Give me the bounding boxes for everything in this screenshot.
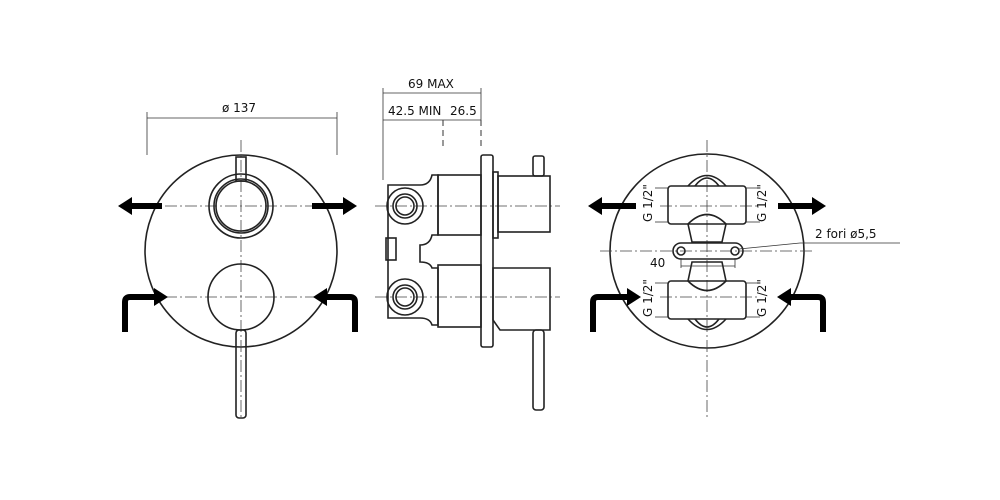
mixer-lever [235,329,247,419]
max-depth-label: 69 MAX [408,77,454,91]
mixer-cartridge [437,264,482,328]
mixer-handle-side [492,267,551,331]
plate-depth-label: 26.5 [450,104,477,118]
rear-view: 2 fori ø5,5 40 G 1/2" G 1/2" G 1/2" G 1/… [588,140,900,420]
mounting-hole [676,246,686,256]
diameter-label: ø 137 [222,101,256,115]
knob-pointer [235,156,247,182]
min-depth-label: 42.5 MIN [388,104,441,118]
outlet-arrow-left-icon [588,197,636,215]
side-view: 69 MAX 42.5 MIN 26.5 [375,77,560,411]
mounting-bracket [672,242,744,260]
inlet-arrow-left-icon [590,288,641,332]
diverter-cartridge [437,174,482,236]
inlet-arrow-right-icon [313,288,358,332]
spacing-label: 40 [650,256,665,270]
diverter-knob [208,173,274,239]
outlet-arrow-right-icon [778,197,826,215]
thread-label: G 1/2" [755,184,769,222]
front-view: ø 137 [118,101,358,420]
diverter-knob-side [497,175,551,233]
inlet-arrow-right-icon [777,288,826,332]
mixer-lever-side [532,329,545,411]
outlet-arrow-right-icon [312,197,357,215]
lower-inlet-port [667,280,747,320]
holes-label: 2 fori ø5,5 [815,227,877,241]
thread-label: G 1/2" [641,184,655,222]
inlet-arrow-left-icon [122,288,168,332]
outlet-arrow-left-icon [118,197,162,215]
thread-label: G 1/2" [755,279,769,317]
valve-body [387,174,439,326]
mounting-hole [730,246,740,256]
upper-outlet-port [667,185,747,225]
cover-plate-side [480,154,494,348]
thread-label: G 1/2" [641,279,655,317]
